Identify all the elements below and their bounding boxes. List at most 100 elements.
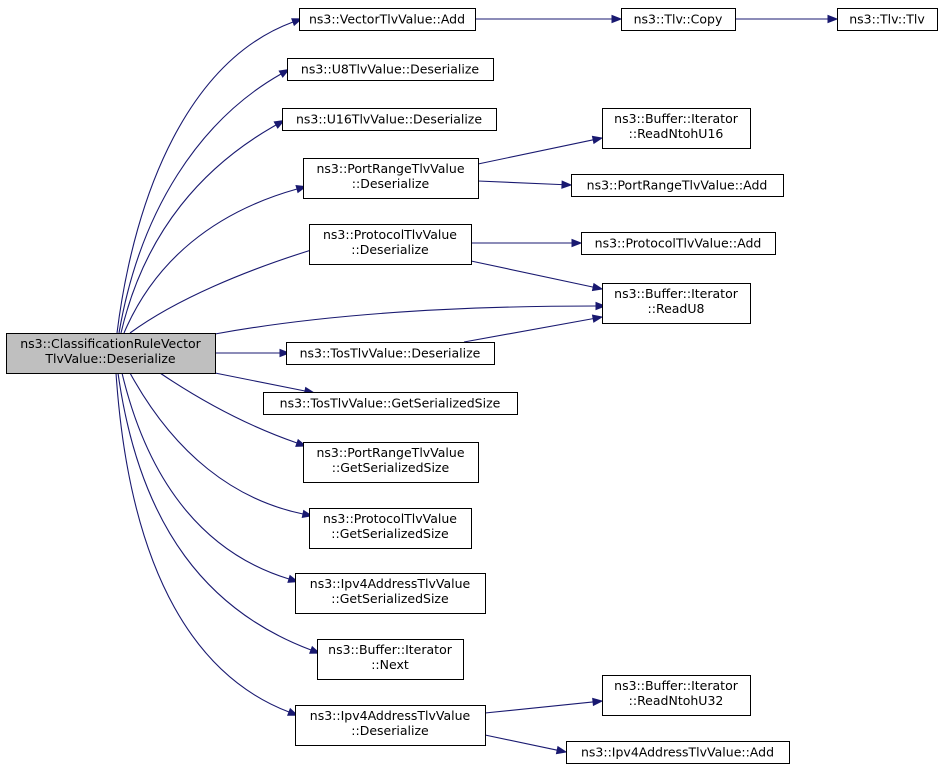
edge-proto-deser-to-proto-add-arrowhead [571, 238, 583, 248]
node-label: ns3::ProtocolTlvValue::Add [595, 236, 762, 251]
node-label: ::ReadNtohU32 [629, 693, 724, 708]
node-label: ::GetSerializedSize [332, 460, 450, 475]
edge-pr-deser-to-read-ntoh-u16 [477, 139, 594, 165]
edge-ipv4-deser-to-ipv4-add [484, 734, 558, 751]
node-tos-deser[interactable]: ns3::TosTlvValue::Deserialize [286, 342, 495, 365]
node-box [309, 224, 472, 265]
node-u8-deser[interactable]: ns3::U8TlvValue::Deserialize [287, 58, 494, 81]
node-tlv-copy[interactable]: ns3::Tlv::Copy [621, 8, 736, 31]
edge-root-to-read-u8-arrowhead [595, 301, 607, 311]
node-pr-size[interactable]: ns3::PortRangeTlvValue::GetSerializedSiz… [303, 442, 479, 483]
node-label: ::Deserialize [351, 723, 429, 738]
node-label: ::ReadNtohU16 [629, 126, 724, 141]
edge-pr-deser-to-pr-add-arrowhead [561, 180, 573, 189]
edge-vec-add-to-tlv-copy-arrowhead [611, 14, 623, 24]
node-box [303, 442, 479, 483]
node-label: ::GetSerializedSize [331, 526, 449, 541]
edge-root-to-u8-deser [118, 69, 290, 334]
edge-root-to-tos-deser-arrowhead [279, 348, 291, 358]
node-u16-deser[interactable]: ns3::U16TlvValue::Deserialize [282, 108, 497, 131]
node-label: ns3::ClassificationRuleVector [20, 336, 201, 351]
edge-root-to-tos-size [214, 372, 314, 394]
node-label: ns3::Buffer::Iterator [328, 642, 453, 657]
node-tlv-tlv[interactable]: ns3::Tlv::Tlv [837, 8, 938, 31]
edge-tos-deser-to-read-u8 [463, 318, 594, 343]
node-label: ns3::U8TlvValue::Deserialize [301, 62, 479, 77]
node-label: ns3::Ipv4AddressTlvValue [310, 576, 471, 591]
edge-ipv4-deser-to-read-ntoh-u32 [484, 701, 594, 714]
node-vec-add[interactable]: ns3::VectorTlvValue::Add [299, 8, 476, 31]
node-box [581, 232, 776, 255]
node-pr-add[interactable]: ns3::PortRangeTlvValue::Add [571, 174, 784, 197]
node-pr-deser[interactable]: ns3::PortRangeTlvValue::Deserialize [303, 158, 479, 199]
nodes-layer: ns3::ClassificationRuleVectorTlvValue::D… [6, 8, 938, 764]
node-box [295, 573, 486, 614]
node-label: ns3::PortRangeTlvValue::Add [587, 178, 768, 193]
node-label: ns3::PortRangeTlvValue [316, 445, 464, 460]
node-proto-size[interactable]: ns3::ProtocolTlvValue::GetSerializedSize [309, 508, 472, 549]
node-box [566, 741, 790, 764]
edge-ipv4-deser-to-read-ntoh-u32-arrowhead [592, 697, 604, 707]
node-label: ns3::ProtocolTlvValue [323, 227, 457, 242]
node-box [263, 392, 518, 415]
node-label: ns3::Ipv4AddressTlvValue::Add [581, 745, 774, 760]
node-root[interactable]: ns3::ClassificationRuleVectorTlvValue::D… [6, 333, 216, 374]
node-box [6, 333, 216, 374]
node-label: ::ReadU8 [648, 301, 705, 316]
node-iter-next[interactable]: ns3::Buffer::Iterator::Next [317, 639, 464, 680]
node-box [299, 8, 476, 31]
edge-root-to-pr-size [159, 372, 306, 447]
node-read-ntoh-u16[interactable]: ns3::Buffer::Iterator::ReadNtohU16 [602, 108, 751, 149]
edge-root-to-u8-deser-arrowhead [278, 68, 291, 78]
edge-root-to-iter-next [117, 372, 320, 654]
node-label: ::GetSerializedSize [331, 591, 449, 606]
node-box [837, 8, 938, 31]
edge-root-to-ipv4-deser [115, 372, 298, 716]
edge-pr-deser-to-pr-add [477, 180, 563, 186]
node-label: ns3::PortRangeTlvValue [316, 161, 464, 176]
edge-root-to-read-u8 [214, 305, 605, 335]
node-box [282, 108, 497, 131]
node-box [621, 8, 736, 31]
node-box [309, 508, 472, 549]
node-box [602, 675, 751, 716]
node-box [602, 283, 751, 324]
edge-root-to-u16-deser-arrowhead [273, 119, 286, 129]
edge-ipv4-deser-to-ipv4-add-arrowhead [555, 745, 568, 755]
edge-pr-deser-to-read-ntoh-u16-arrowhead [591, 135, 604, 145]
node-box [287, 58, 494, 81]
node-label: TlvValue::Deserialize [44, 351, 176, 366]
node-label: ::Next [371, 657, 409, 672]
node-read-u8[interactable]: ns3::Buffer::Iterator::ReadU8 [602, 283, 751, 324]
node-box [295, 705, 486, 746]
node-ipv4-deser[interactable]: ns3::Ipv4AddressTlvValue::Deserialize [295, 705, 486, 746]
edge-root-to-pr-deser [123, 186, 306, 334]
node-label: ns3::Buffer::Iterator [614, 111, 739, 126]
edge-root-to-proto-size [129, 372, 312, 517]
edge-proto-deser-to-read-u8 [470, 260, 594, 288]
node-ipv4-size[interactable]: ns3::Ipv4AddressTlvValue::GetSerializedS… [295, 573, 486, 614]
node-tos-size[interactable]: ns3::TosTlvValue::GetSerializedSize [263, 392, 518, 415]
edge-tos-deser-to-read-u8-arrowhead [591, 314, 604, 323]
edge-root-to-u16-deser [120, 120, 285, 334]
node-box [571, 174, 784, 197]
node-label: ns3::TosTlvValue::GetSerializedSize [280, 396, 501, 411]
node-proto-deser[interactable]: ns3::ProtocolTlvValue::Deserialize [309, 224, 472, 265]
edge-proto-deser-to-read-u8-arrowhead [591, 282, 604, 292]
node-ipv4-add[interactable]: ns3::Ipv4AddressTlvValue::Add [566, 741, 790, 764]
node-label: ns3::Tlv::Copy [634, 12, 723, 27]
edge-root-to-proto-deser [129, 243, 330, 334]
node-label: ns3::Ipv4AddressTlvValue [310, 708, 471, 723]
node-label: ns3::U16TlvValue::Deserialize [296, 112, 482, 127]
edge-root-to-vec-add [116, 18, 302, 334]
edge-root-to-ipv4-deser-arrowhead [287, 707, 299, 716]
node-read-ntoh-u32[interactable]: ns3::Buffer::Iterator::ReadNtohU32 [602, 675, 751, 716]
node-label: ns3::Tlv::Tlv [849, 12, 925, 27]
node-label: ns3::TosTlvValue::Deserialize [300, 346, 481, 361]
node-proto-add[interactable]: ns3::ProtocolTlvValue::Add [581, 232, 776, 255]
edge-tlv-copy-to-tlv-tlv-arrowhead [827, 14, 839, 24]
node-label: ::Deserialize [352, 176, 430, 191]
node-label: ::Deserialize [351, 242, 429, 257]
node-box [602, 108, 751, 149]
